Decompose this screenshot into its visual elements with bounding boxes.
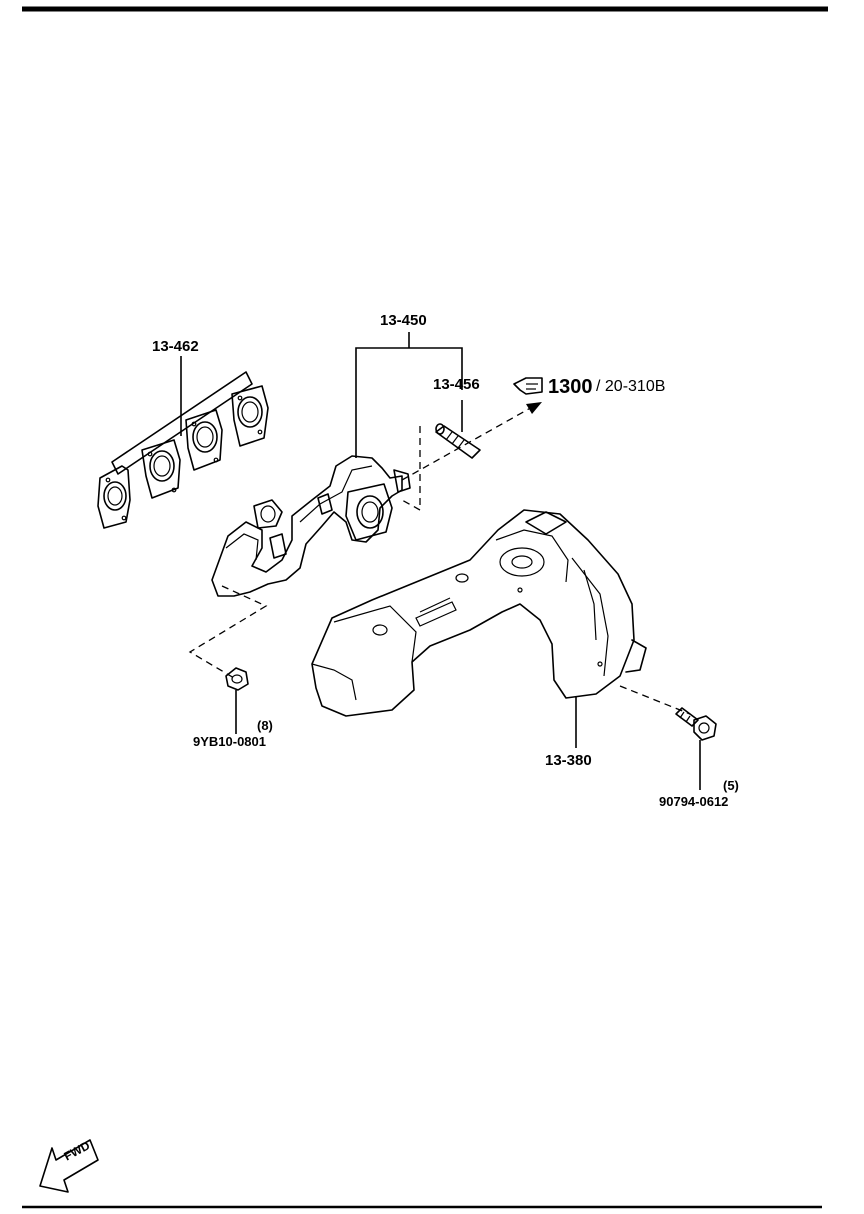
heat-insulator <box>311 509 647 717</box>
nut-dash-line <box>188 585 268 679</box>
gasket-label: 13-462 <box>152 338 199 355</box>
fwd-arrow-icon <box>39 1139 99 1193</box>
reference-number-label[interactable]: 1300 <box>548 376 593 398</box>
pointing-hand-icon <box>513 377 543 395</box>
bolt-dash-line <box>619 685 691 715</box>
reference-page-label[interactable]: / 20-310B <box>596 378 666 395</box>
nut-quantity-label: (8) <box>257 718 273 733</box>
manifold-gasket <box>97 371 269 529</box>
manifold-bracket <box>355 347 463 458</box>
bolt-part-label: 90794-0612 <box>659 794 729 809</box>
nut <box>225 667 249 691</box>
stud-bolt <box>435 423 481 459</box>
exhaust-manifold <box>211 455 411 597</box>
manifold-label: 13-450 <box>380 312 427 329</box>
reference-arrowhead <box>526 402 542 414</box>
bolt-quantity-label: (5) <box>723 778 739 793</box>
bolt <box>675 707 717 741</box>
reference-dash-line <box>401 405 535 481</box>
stud-dash-line <box>401 426 421 512</box>
heat-insulator-label: 13-380 <box>545 752 592 769</box>
stud-label: 13-456 <box>433 376 480 393</box>
nut-part-label: 9YB10-0801 <box>193 734 266 749</box>
